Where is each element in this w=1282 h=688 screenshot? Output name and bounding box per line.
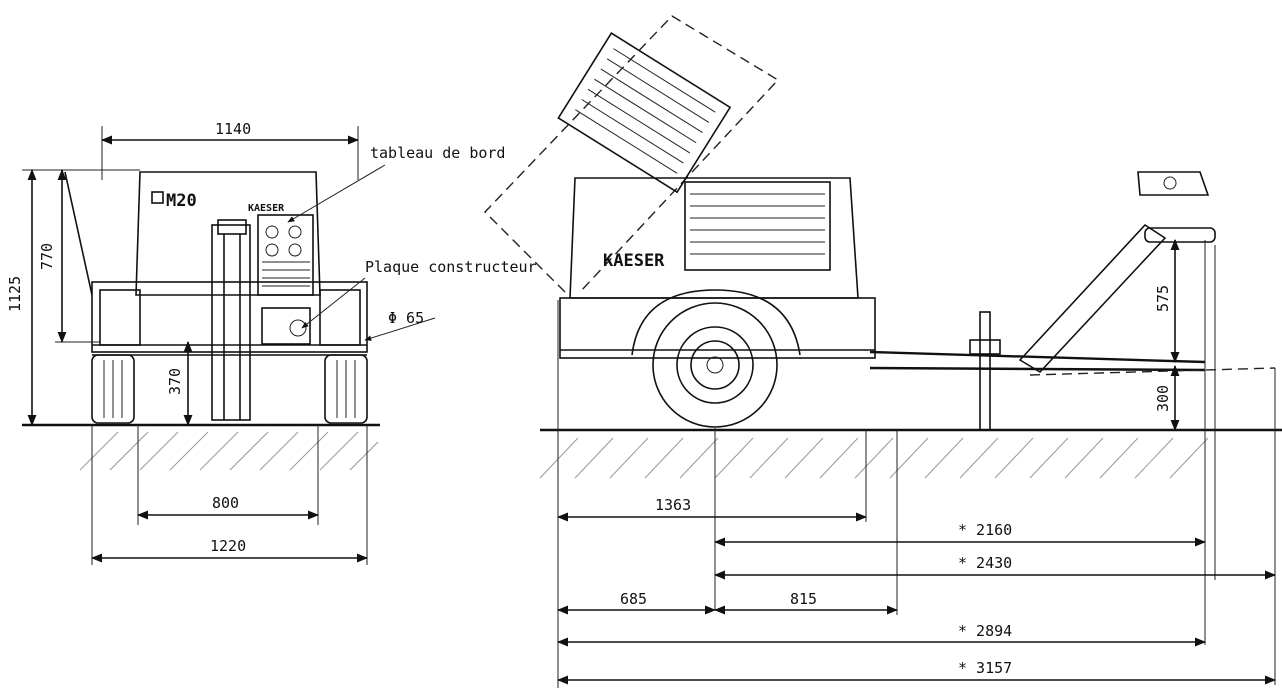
coupling-diameter-label: Φ 65 bbox=[388, 309, 424, 327]
front-view: M20 KAESER 1140 1125 770 370 800 1220 ta… bbox=[6, 120, 537, 565]
front-ground-hatching bbox=[79, 431, 379, 471]
control-panel-grid bbox=[262, 261, 310, 287]
front-control-panel bbox=[257, 214, 314, 296]
front-dim-width-top: 1140 bbox=[215, 120, 251, 138]
front-dim-track-width: 800 bbox=[212, 494, 239, 512]
front-dim-height-total: 1125 bbox=[6, 276, 24, 312]
side-ground-hatching bbox=[539, 437, 1209, 479]
front-dim-ground-clearance: 370 bbox=[166, 368, 184, 395]
side-dim-drawbar-lower: 300 bbox=[1154, 385, 1172, 412]
side-brand-label: KAESER bbox=[603, 251, 665, 271]
side-canopy-outline bbox=[569, 177, 859, 299]
front-brand-small: KAESER bbox=[248, 203, 285, 214]
dashboard-label: tableau de bord bbox=[370, 144, 505, 162]
front-left-wheel bbox=[91, 354, 135, 424]
tow-eye bbox=[1137, 171, 1210, 196]
side-dim-axle-to-drawbar-min: * 2160 bbox=[958, 521, 1012, 539]
front-right-wheel bbox=[324, 354, 368, 424]
side-dim-front-to-bumper: 1363 bbox=[655, 496, 691, 514]
front-dim-overall-width: 1220 bbox=[210, 537, 246, 555]
side-ventilation-louvres bbox=[684, 181, 831, 271]
lid-grille bbox=[557, 32, 732, 194]
side-dim-length-long: * 3157 bbox=[958, 659, 1012, 677]
front-dim-height-body: 770 bbox=[38, 243, 56, 270]
drawbar-lower bbox=[869, 350, 1206, 364]
side-wheel-hub bbox=[690, 340, 740, 390]
front-model-label: M20 bbox=[166, 191, 197, 211]
front-frame-outline bbox=[91, 281, 368, 353]
wheel-arch bbox=[631, 289, 801, 356]
front-towbar-support bbox=[211, 224, 251, 421]
nameplate-label: Plaque constructeur bbox=[365, 258, 537, 276]
side-view: KAESER 575 300 bbox=[484, 15, 1282, 688]
side-dim-drawbar-upper: 575 bbox=[1154, 285, 1172, 312]
side-wheel-tire bbox=[652, 302, 778, 428]
jack-stand bbox=[979, 311, 991, 431]
side-dim-axle-to-drawbar-max: * 2430 bbox=[958, 554, 1012, 572]
open-lid-outline bbox=[484, 15, 780, 293]
side-dim-length-short: * 2894 bbox=[958, 622, 1012, 640]
drawbar-raised bbox=[1018, 223, 1167, 374]
side-dim-axle-to-rear: 815 bbox=[790, 590, 817, 608]
drawbar-extended-dashed bbox=[1029, 367, 1276, 376]
side-dim-front-to-axle: 685 bbox=[620, 590, 647, 608]
side-chassis bbox=[559, 297, 876, 359]
